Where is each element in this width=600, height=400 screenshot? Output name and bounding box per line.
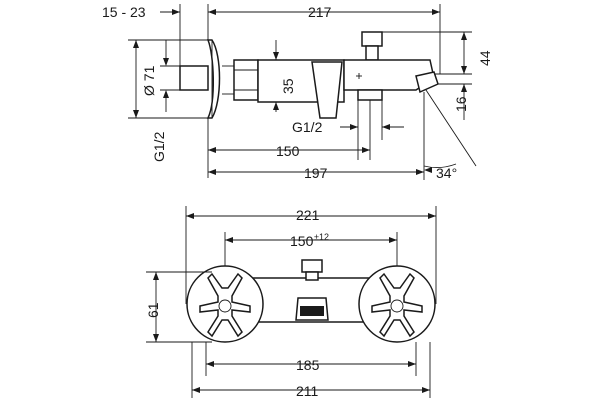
dim-thread-mid-label: G1/2 [292,119,323,135]
dim-offset-label: 15 - 23 [102,4,146,20]
dim-44-label: 44 [477,50,493,66]
diverter-knob [361,31,383,47]
dim-150-label: 150 [276,143,300,159]
dim-diameter-label: Ø 71 [141,65,157,96]
dim-221-label: 221 [296,207,320,223]
front-diverter-stem [305,271,319,281]
dim-217-label: 217 [308,4,332,20]
front-spout-outlet [300,306,324,316]
dim-center-tolerance: ±12 [314,232,329,242]
dim-197-label: 197 [304,165,328,181]
wall-escutcheon [206,39,221,119]
right-cross-handle [371,272,423,338]
front-view: 221 150 ±12 61 185 211 [145,206,437,399]
shower-outlet [357,89,383,101]
dim-185-label: 185 [296,357,320,373]
hex-nut [233,59,259,101]
side-view: 15 - 23 217 Ø 71 G1/2 35 44 16 [102,4,493,181]
dim-35-label: 35 [280,78,296,94]
wall-connector [179,65,209,91]
dim-211-label: 211 [296,383,319,399]
left-cross-handle [199,272,251,338]
diverter-stem [365,45,379,61]
dim-thread-left-label: G1/2 [151,131,167,162]
front-diverter-knob [301,259,323,273]
spout-outlet [415,71,439,94]
dim-center-150-label: 150 [290,233,314,249]
dim-61-label: 61 [145,302,161,318]
dim-16-label: 16 [453,96,469,112]
dim-angle-label: 34° [436,165,457,181]
handle [311,61,343,119]
